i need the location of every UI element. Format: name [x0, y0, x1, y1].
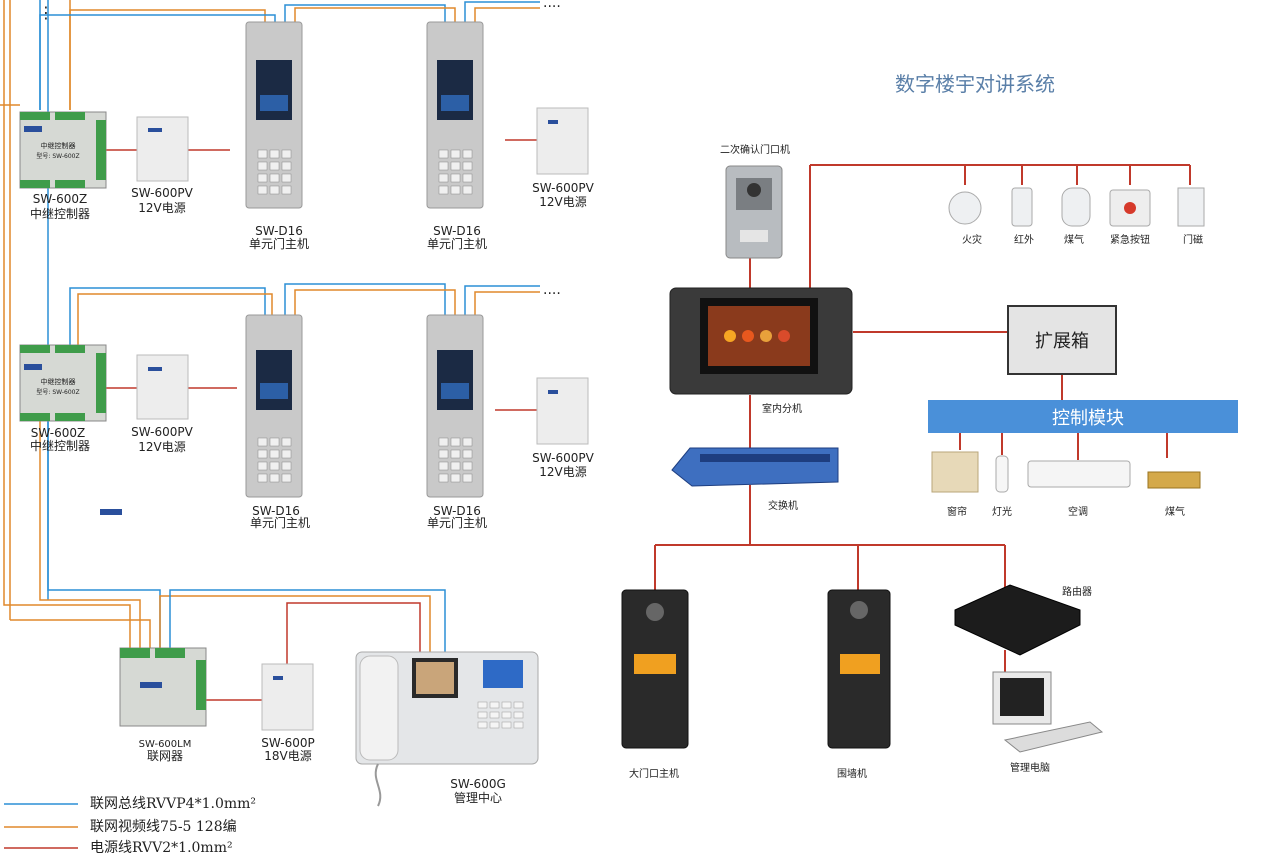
power-supply-2: [136, 354, 189, 420]
relay-2-name: 中继控制器: [30, 438, 90, 453]
relay-controller-2: 中继控制器 型号: SW-600Z: [19, 344, 107, 422]
sanwei-logo-icon: [24, 364, 42, 370]
appliance-light: 灯光: [992, 505, 1012, 518]
door-4-model: SW-D16: [433, 504, 481, 518]
relay-2-plate-model: 型号: SW-600Z: [36, 388, 79, 396]
gas-sensor-icon: [1061, 187, 1091, 227]
door-1-model: SW-D16: [255, 224, 303, 238]
relay-1-plate-model: 型号: SW-600Z: [36, 152, 79, 160]
fire-sensor-icon: [948, 191, 982, 225]
wall-label: 围墙机: [837, 767, 867, 780]
gate-label: 大门口主机: [629, 767, 679, 780]
relay-1-plate-title: 中继控制器: [41, 141, 76, 150]
router-label: 路由器: [1062, 585, 1092, 598]
curtain-icon: [931, 451, 979, 493]
sanwei-logo-icon: [24, 126, 42, 132]
door-station-1: [245, 21, 303, 209]
door-station-4: [426, 314, 484, 498]
door-station-3: [245, 314, 303, 498]
air-conditioner-icon: [1027, 460, 1131, 488]
relay-2-model: SW-600Z: [31, 426, 85, 440]
power-supply-right-2: [536, 377, 589, 445]
door-3-model: SW-D16: [252, 504, 300, 518]
door-1-name: 单元门主机: [249, 236, 309, 251]
left-wiring: [0, 0, 540, 701]
psu-right-2-name: 12V电源: [539, 465, 586, 479]
network-switch: [671, 447, 839, 487]
router-device: [954, 584, 1081, 656]
power-supply-right-1: [536, 107, 589, 175]
sensor-emergency: 紧急按钮: [1110, 233, 1150, 246]
management-pc: [992, 671, 1104, 753]
sanwei-logo-icon: [100, 509, 122, 515]
row1-continue-dots: ....: [543, 0, 561, 11]
sensor-gas: 煤气: [1064, 233, 1084, 246]
psu-1-model: SW-600PV: [131, 186, 193, 200]
psu-2-model: SW-600PV: [131, 425, 193, 439]
wall-station: [827, 589, 891, 749]
sensor-infrared: 红外: [1014, 233, 1034, 246]
confirm-door-unit: [725, 165, 783, 259]
door-magnet-icon: [1177, 187, 1205, 227]
network-model: SW-600LM: [139, 739, 192, 750]
psu-18v-name: 18V电源: [264, 749, 311, 763]
psu-right-2-model: SW-600PV: [532, 451, 594, 465]
sensor-fire: 火灾: [962, 233, 982, 246]
psu-18v-model: SW-600P: [261, 736, 314, 750]
expansion-box: [1007, 305, 1117, 375]
control-label: 控制模块: [1052, 408, 1124, 429]
network-name: 联网器: [147, 749, 183, 763]
power-supply-1: [136, 116, 189, 182]
appliance-ac: 空调: [1068, 505, 1088, 518]
management-center-device: [355, 651, 539, 807]
row2-continue-dots: ....: [543, 282, 561, 298]
appliance-curtain: 窗帘: [947, 505, 967, 518]
door-station-2: [426, 21, 484, 209]
top-vertical-dots: ⋮: [38, 3, 54, 22]
psu-right-1-name: 12V电源: [539, 195, 586, 209]
control-module-bar: [928, 400, 1238, 433]
network-unit: [119, 647, 207, 727]
relay-1-model: SW-600Z: [33, 192, 87, 206]
switch-label: 交换机: [768, 499, 798, 512]
center-name: 管理中心: [454, 790, 502, 805]
wire-legend: 联网总线RVVP4*1.0mm² 联网视频线75-5 128编 电源线RVV2*…: [4, 796, 256, 854]
door-2-name: 单元门主机: [427, 236, 487, 251]
gas-valve-icon: [1147, 471, 1201, 489]
relay-2-plate-title: 中继控制器: [41, 377, 76, 386]
appliance-icons: [931, 451, 1201, 493]
legend-power-line: 电源线RVV2*1.0mm²: [90, 840, 233, 854]
gate-station: [621, 589, 689, 749]
door-3-name: 单元门主机: [250, 515, 310, 530]
system-title: 数字楼宇对讲系统: [895, 72, 1055, 96]
confirm-door-label: 二次确认门口机: [720, 143, 790, 156]
psu-right-1-model: SW-600PV: [532, 181, 594, 195]
door-2-model: SW-D16: [433, 224, 481, 238]
relay-controller-1: 中继控制器 型号: SW-600Z: [19, 111, 107, 189]
right-wiring: [654, 164, 1191, 672]
appliance-gas: 煤气: [1165, 505, 1185, 518]
door-4-name: 单元门主机: [427, 515, 487, 530]
infrared-sensor-icon: [1011, 187, 1033, 227]
center-model: SW-600G: [450, 777, 506, 791]
sensor-door: 门磁: [1183, 233, 1203, 246]
indoor-monitor: [669, 287, 853, 395]
power-supply-18v: [261, 663, 314, 731]
sensor-icons: [948, 187, 1205, 227]
expansion-label: 扩展箱: [1035, 331, 1089, 352]
indoor-label: 室内分机: [762, 402, 802, 415]
pc-label: 管理电脑: [1010, 761, 1050, 774]
sanwei-logo-icon: [140, 682, 162, 688]
legend-video-line: 联网视频线75-5 128编: [90, 819, 237, 835]
relay-1-name: 中继控制器: [30, 206, 90, 221]
legend-network-bus: 联网总线RVVP4*1.0mm²: [90, 796, 256, 812]
light-icon: [995, 455, 1009, 493]
psu-2-name: 12V电源: [138, 440, 185, 454]
psu-1-name: 12V电源: [138, 201, 185, 215]
